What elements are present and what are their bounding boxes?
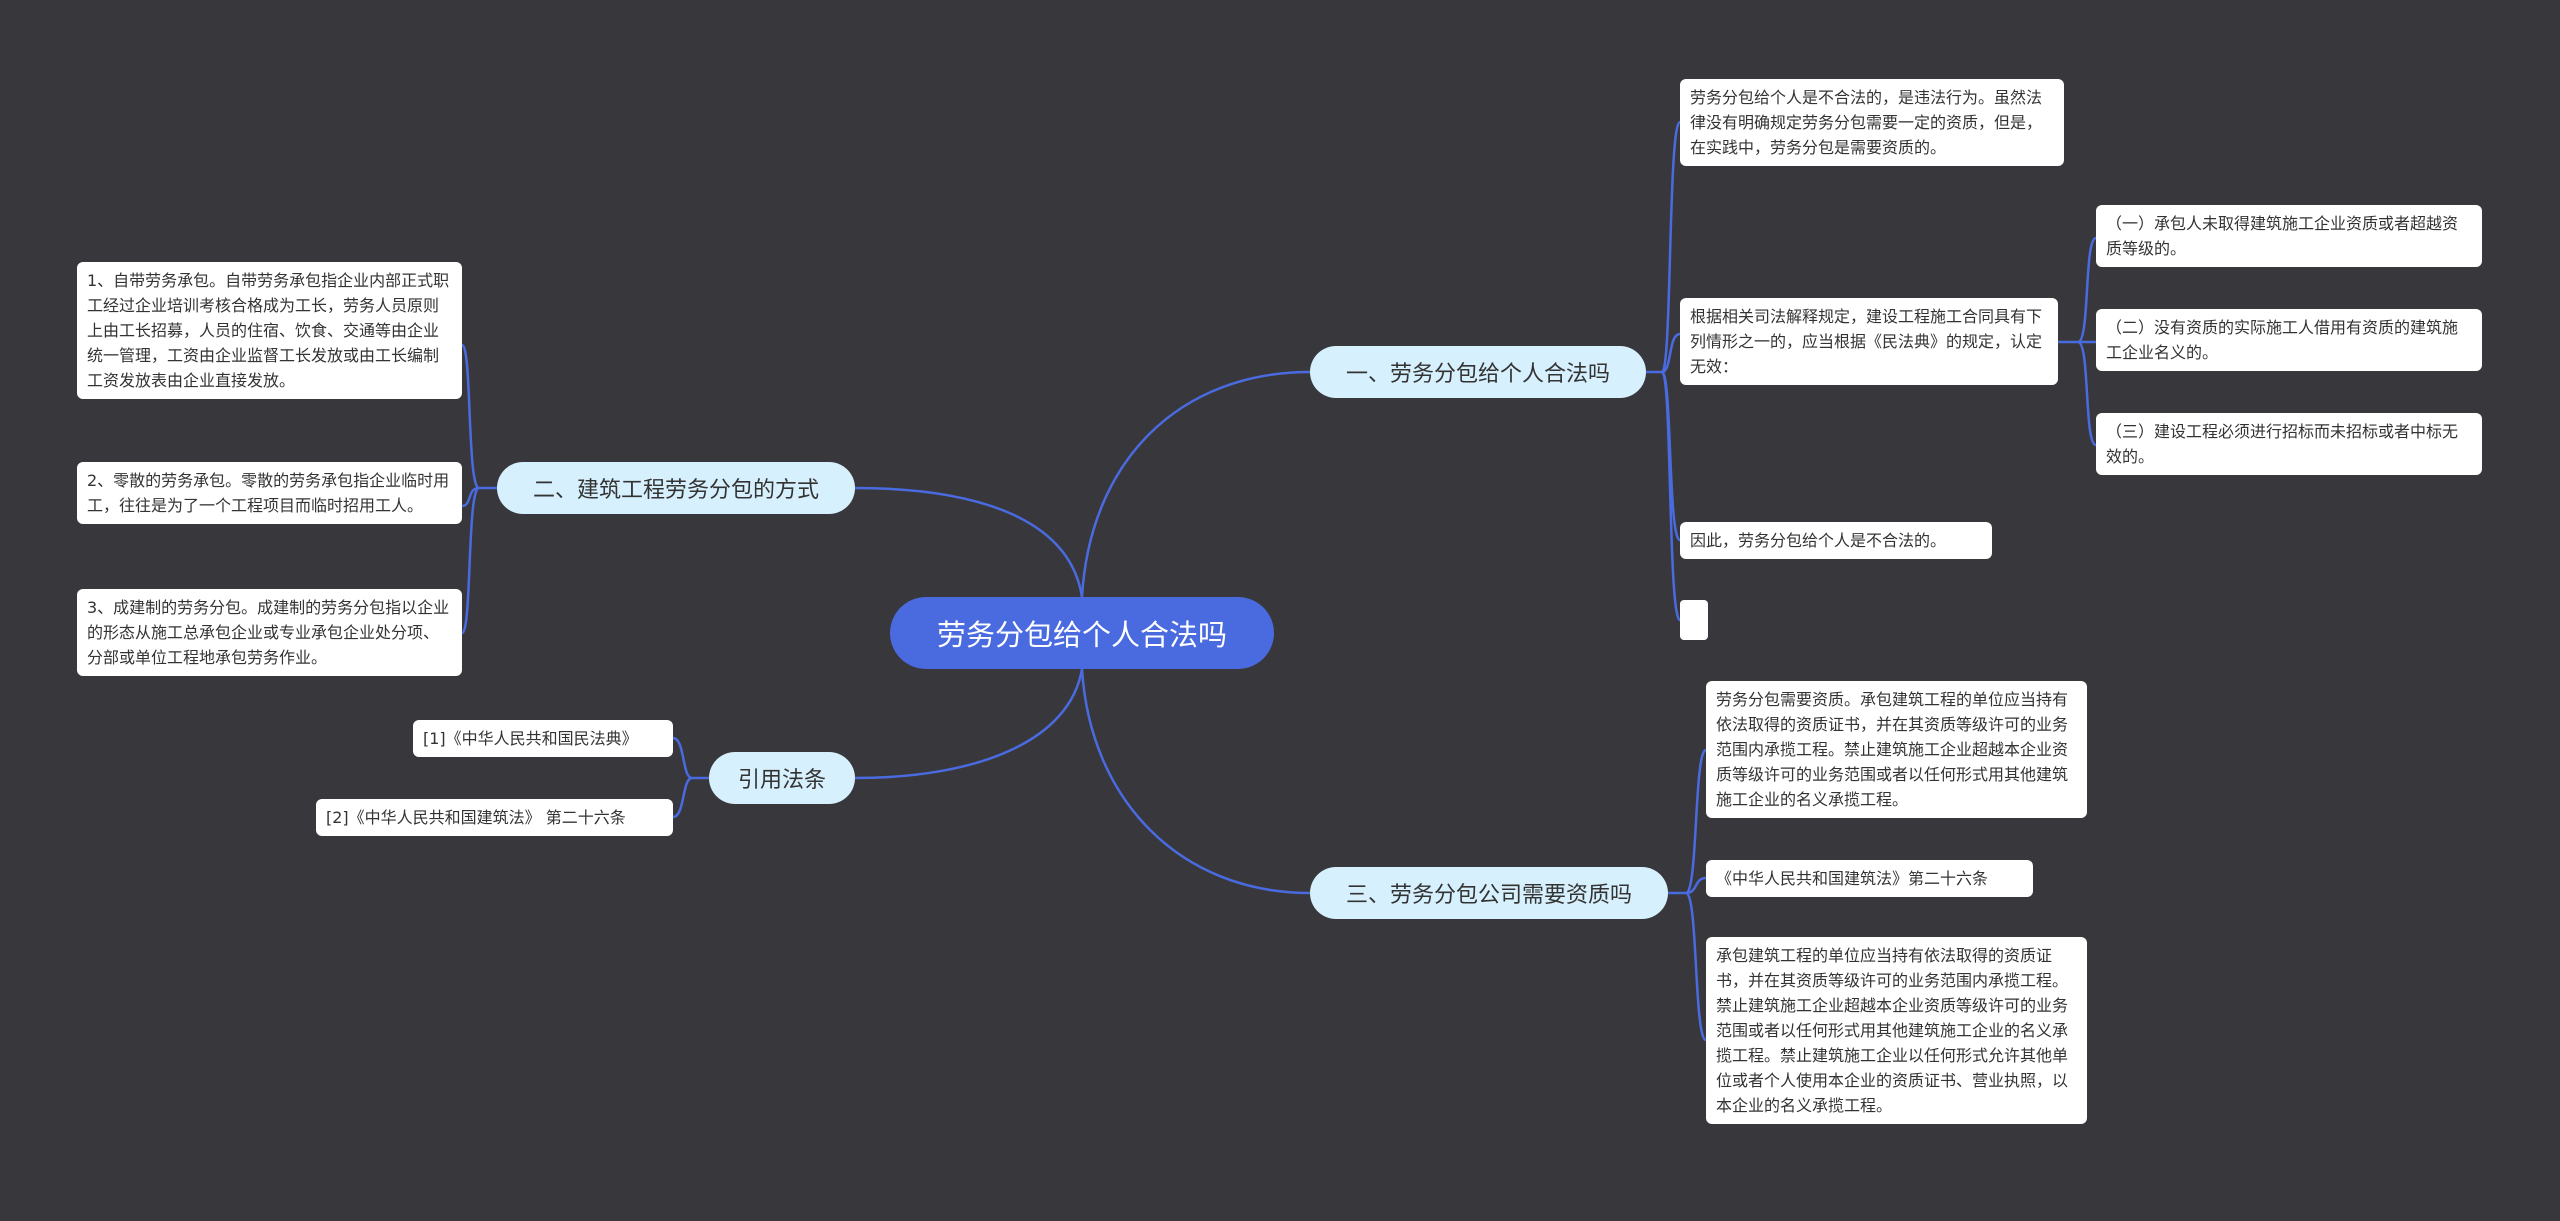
leaf-civil-code[interactable]: [1]《中华人民共和国民法典》 — [413, 720, 673, 757]
leaf-invalid-case-1[interactable]: （一）承包人未取得建筑施工企业资质或者超越资质等级的。 — [2096, 205, 2482, 267]
branch-cited-laws[interactable]: 引用法条 — [709, 752, 855, 804]
leaf-method-2[interactable]: 2、零散的劳务承包。零散的劳务承包指企业临时用工，往往是为了一个工程项目而临时招… — [77, 462, 462, 524]
leaf-qualification-required[interactable]: 劳务分包需要资质。承包建筑工程的单位应当持有依法取得的资质证书，并在其资质等级许… — [1706, 681, 2087, 818]
connector-b1-sub-bracket — [2058, 236, 2098, 447]
connector-b3-bracket — [672, 736, 709, 819]
leaf-building-law-text[interactable]: 承包建筑工程的单位应当持有依法取得的资质证书，并在其资质等级许可的业务范围内承揽… — [1706, 937, 2087, 1124]
connector-b1-bracket — [1646, 120, 1682, 622]
branch-qualification-question[interactable]: 三、劳务分包公司需要资质吗 — [1310, 867, 1668, 919]
leaf-method-3[interactable]: 3、成建制的劳务分包。成建制的劳务分包指以企业的形态从施工总承包企业或专业承包企… — [77, 589, 462, 676]
connector-b4-bracket — [1668, 748, 1708, 1042]
branch-subcontract-methods[interactable]: 二、建筑工程劳务分包的方式 — [497, 462, 855, 514]
leaf-empty-node[interactable] — [1680, 600, 1708, 640]
connector-root-b2 — [854, 486, 1084, 598]
connector-root-b4 — [1080, 668, 1311, 895]
leaf-building-law-title[interactable]: 《中华人民共和国建筑法》第二十六条 — [1706, 860, 2033, 897]
connector-root-b1 — [1080, 370, 1311, 598]
root-topic[interactable]: 劳务分包给个人合法吗 — [890, 597, 1274, 669]
branch-legal-question[interactable]: 一、劳务分包给个人合法吗 — [1310, 346, 1646, 398]
leaf-judicial-interpretation[interactable]: 根据相关司法解释规定，建设工程施工合同具有下列情形之一的，应当根据《民法典》的规… — [1680, 298, 2058, 385]
leaf-invalid-case-2[interactable]: （二）没有资质的实际施工人借用有资质的建筑施工企业名义的。 — [2096, 309, 2482, 371]
leaf-building-law-art26[interactable]: [2]《中华人民共和国建筑法》 第二十六条 — [316, 799, 673, 836]
connector-b2-bracket — [460, 343, 497, 635]
leaf-illegal-statement[interactable]: 劳务分包给个人是不合法的，是违法行为。虽然法律没有明确规定劳务分包需要一定的资质… — [1680, 79, 2064, 166]
leaf-invalid-case-3[interactable]: （三）建设工程必须进行招标而未招标或者中标无效的。 — [2096, 413, 2482, 475]
leaf-conclusion[interactable]: 因此，劳务分包给个人是不合法的。 — [1680, 522, 1992, 559]
leaf-method-1[interactable]: 1、自带劳务承包。自带劳务承包指企业内部正式职工经过企业培训考核合格成为工长，劳… — [77, 262, 462, 399]
connector-root-b3 — [854, 668, 1084, 780]
